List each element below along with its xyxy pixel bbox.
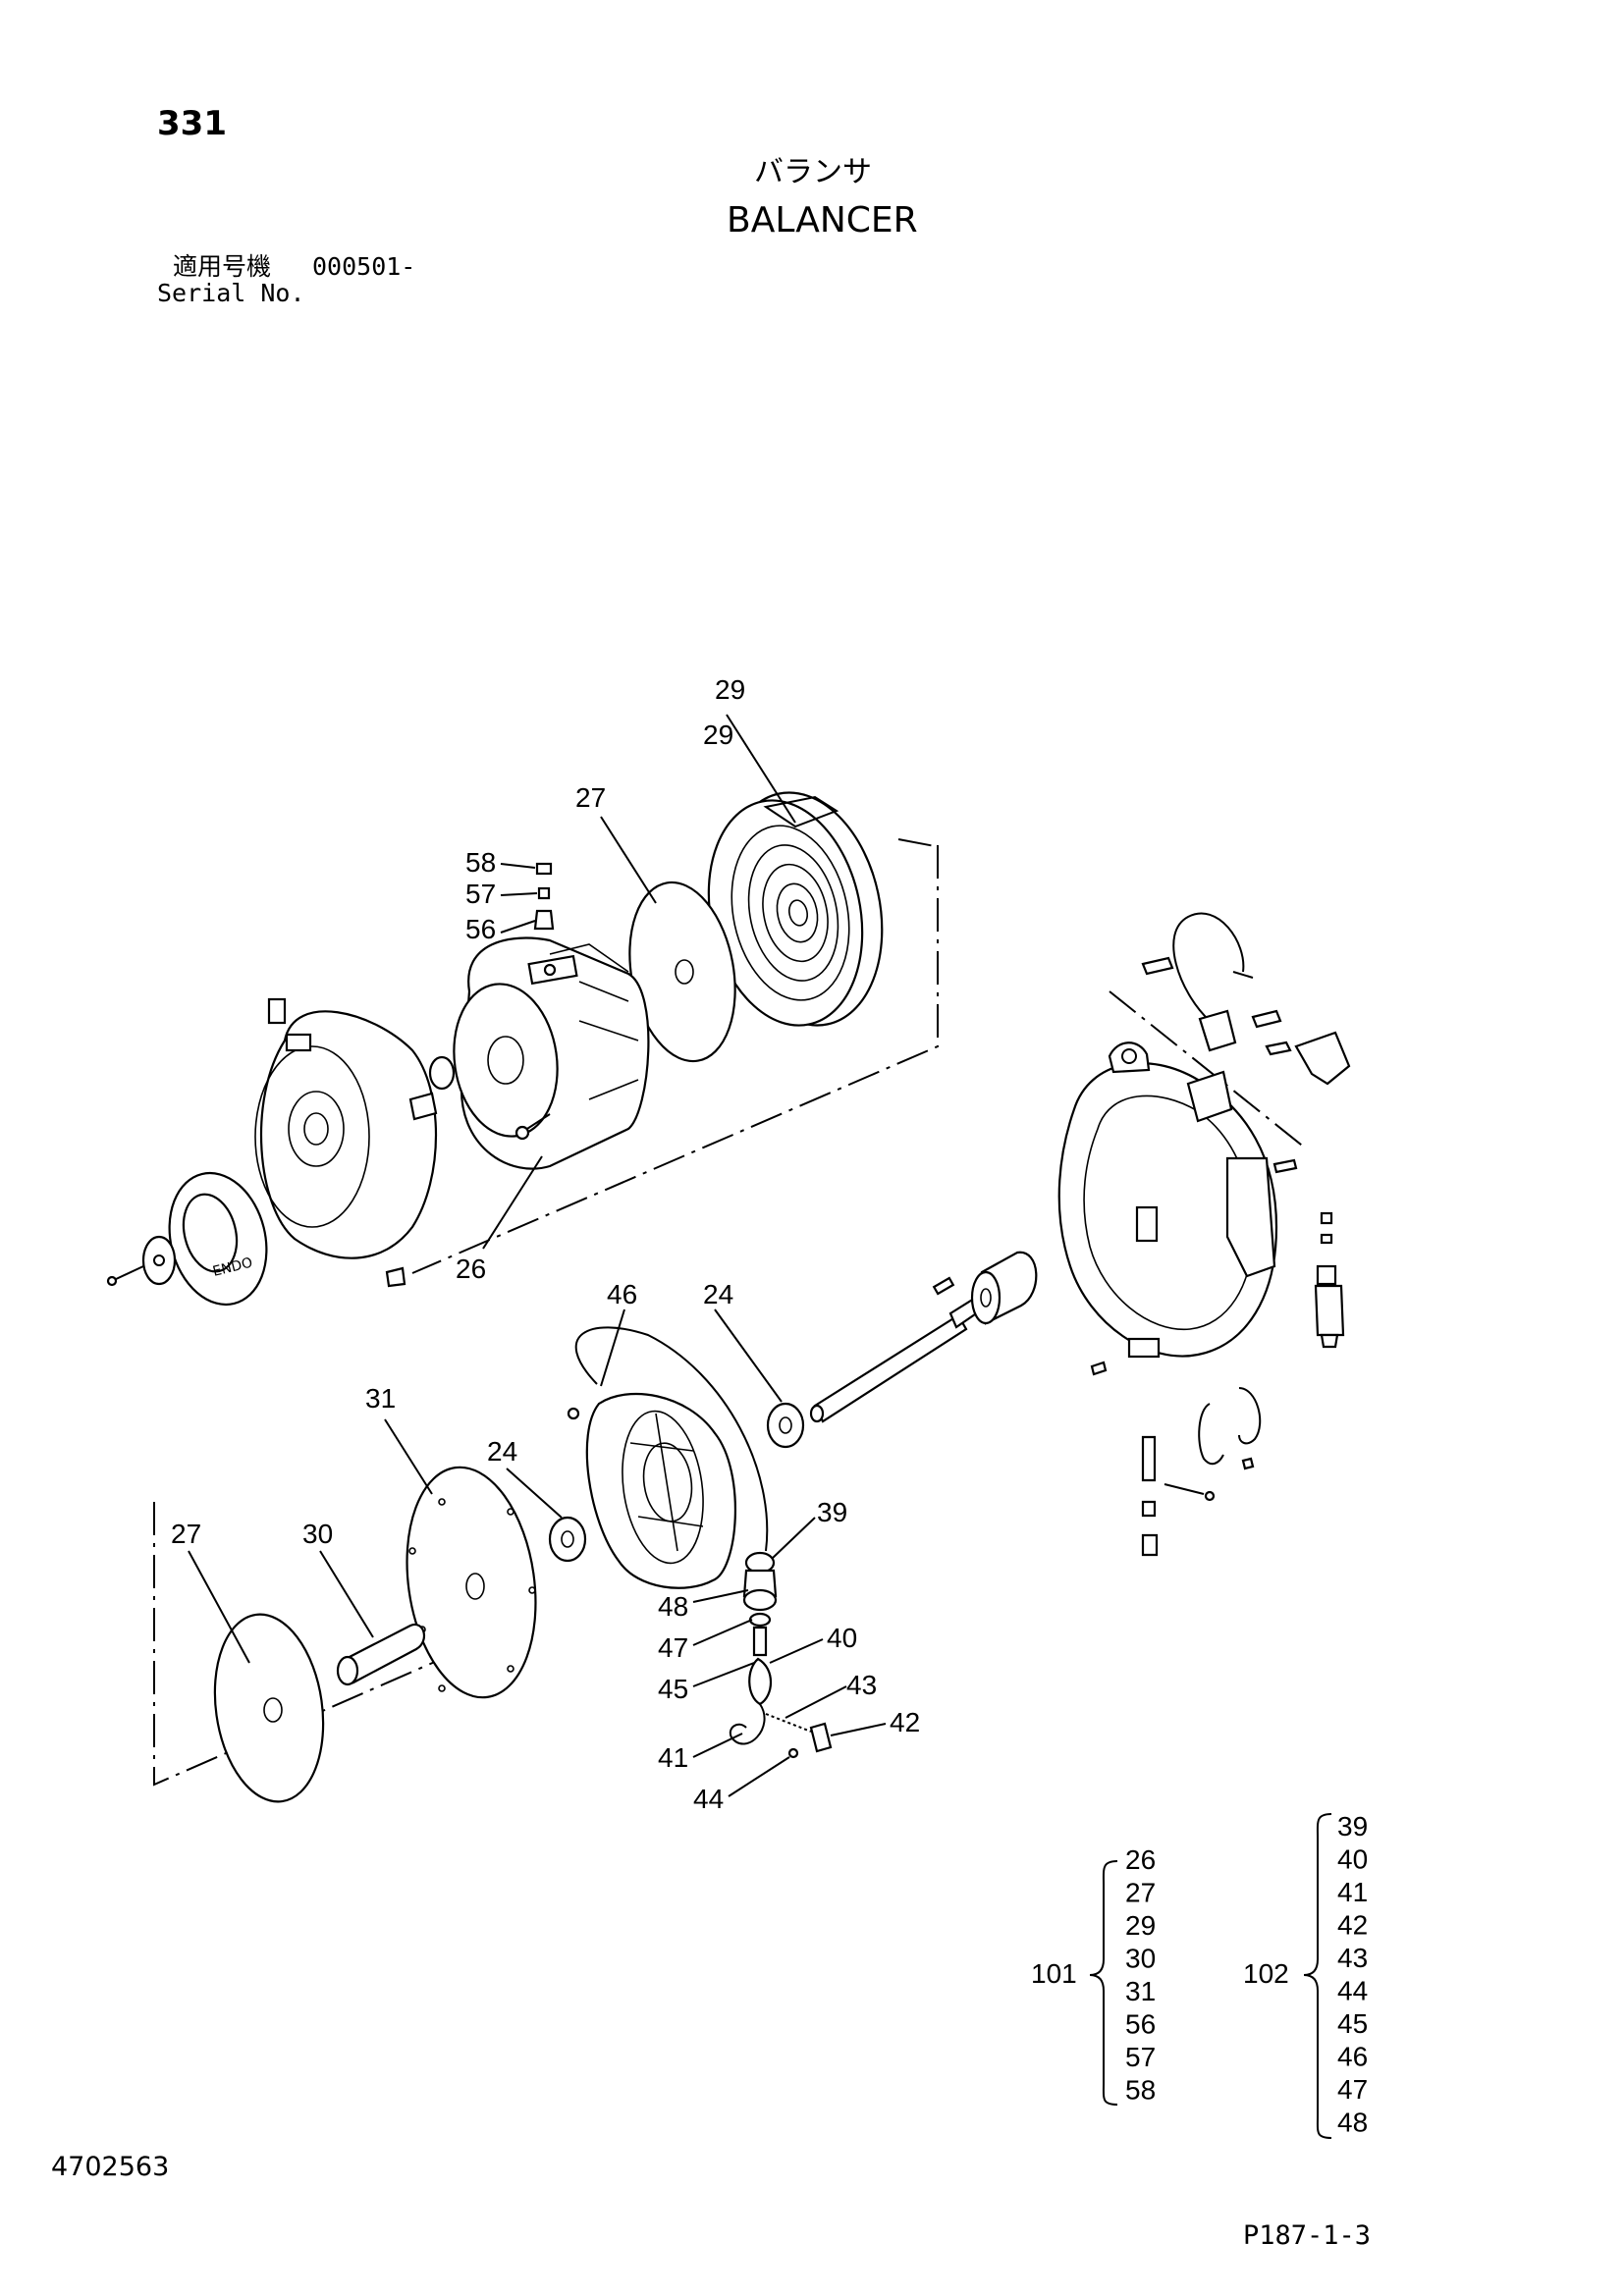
- callout-57: 57: [465, 879, 496, 909]
- small-ring: [428, 1055, 456, 1091]
- assembly-102-item: 39: [1337, 1811, 1368, 1842]
- handle-and-pin-set: [1090, 1361, 1262, 1557]
- title-japanese: バランサ: [754, 155, 872, 189]
- callout-27-upper: 27: [575, 782, 606, 813]
- document-number: 4702563: [51, 2152, 169, 2182]
- bushing-24-upper: [766, 1402, 805, 1449]
- assembly-101-item: 29: [1125, 1910, 1156, 1941]
- assembly-102-item: 46: [1337, 2042, 1368, 2072]
- callout-39: 39: [817, 1497, 847, 1527]
- callout-42: 42: [890, 1707, 920, 1737]
- name-plate-ring: ENDO: [168, 1171, 268, 1307]
- assembly-102-item: 43: [1337, 1943, 1368, 1973]
- assembly-102-label: 102: [1243, 1958, 1289, 1989]
- callout-leader-lines: [188, 714, 887, 1797]
- assembly-102-item: 45: [1337, 2008, 1368, 2039]
- assembly-102-brace: [1303, 1813, 1332, 2139]
- callout-24-upper: 24: [703, 1279, 733, 1309]
- wire-rope-hook-assembly: [574, 1326, 833, 1759]
- callout-29-top: 29: [715, 674, 745, 705]
- callout-31: 31: [365, 1383, 396, 1414]
- callout-labels: 29 29 27 58 57 56 26 46 24 31 24 27 30 3…: [171, 674, 920, 1814]
- assembly-102-item: 47: [1337, 2074, 1368, 2105]
- assembly-101-item: 57: [1125, 2042, 1156, 2072]
- title-english: BALANCER: [727, 200, 918, 240]
- assembly-101-item: 26: [1125, 1844, 1156, 1875]
- callout-47: 47: [658, 1632, 688, 1663]
- bushing-24-lower: [548, 1516, 587, 1563]
- callout-46: 46: [607, 1279, 637, 1309]
- assembly-101-item: 31: [1125, 1976, 1156, 2006]
- assembly-101-brace: [1089, 1860, 1118, 2106]
- assembly-axis-spring: [897, 838, 936, 847]
- assembly-101-item: 30: [1125, 1944, 1156, 1974]
- assembly-101-item: 56: [1125, 2009, 1156, 2040]
- front-cover: [254, 997, 438, 1288]
- callout-27-lower: 27: [171, 1519, 201, 1549]
- serial-number-value: 000501-: [312, 252, 415, 281]
- callout-24-lower: 24: [487, 1436, 517, 1467]
- exploded-view-drawing: ENDO: [106, 674, 1351, 1814]
- shaft-sleeve: [970, 1251, 1038, 1325]
- callout-44: 44: [693, 1784, 724, 1814]
- assembly-101-item: 58: [1125, 2075, 1156, 2106]
- cap-disc: [106, 1235, 177, 1287]
- callout-30: 30: [302, 1519, 333, 1549]
- serial-label-japanese: 適用号機: [173, 252, 271, 281]
- gasket-plate: [406, 1466, 537, 1699]
- drum-case: [453, 936, 650, 1170]
- housing-frame: [1057, 1041, 1278, 1359]
- serial-label-english: Serial No.: [157, 279, 305, 307]
- assembly-102-item: 41: [1337, 1877, 1368, 1907]
- assembly-axis-upper: [411, 845, 939, 1274]
- spiral-spring-cassette: [707, 791, 884, 1027]
- callout-48: 48: [658, 1591, 688, 1622]
- callout-45: 45: [658, 1674, 688, 1704]
- suspension-hook: [1141, 912, 1351, 1174]
- callout-26: 26: [456, 1254, 486, 1284]
- callout-58: 58: [465, 847, 496, 878]
- assembly-102-item: 40: [1337, 1844, 1368, 1875]
- page-number: 331: [157, 104, 227, 143]
- grease-fitting-stack: [533, 862, 555, 931]
- page-reference: P187-1-3: [1243, 2220, 1371, 2251]
- callout-41: 41: [658, 1742, 688, 1773]
- callout-43: 43: [846, 1670, 877, 1700]
- assembly-102-item: 48: [1337, 2108, 1368, 2138]
- drum-shaft: [809, 1276, 990, 1423]
- callout-56: 56: [465, 914, 496, 944]
- assembly-101-label: 101: [1031, 1958, 1077, 1989]
- assembly-102-item: 44: [1337, 1976, 1368, 2006]
- assembly-axis-lower: [153, 1502, 492, 1787]
- flat-disc-lower: [213, 1613, 325, 1803]
- drum-hub-casting: [567, 1392, 736, 1589]
- assembly-101-item: 27: [1125, 1878, 1156, 1908]
- plug-connector: [1314, 1211, 1345, 1349]
- assembly-axis-hook: [1109, 990, 1307, 1149]
- callout-40: 40: [827, 1623, 857, 1653]
- callout-29: 29: [703, 720, 733, 750]
- tube-sleeve: [336, 1623, 426, 1686]
- assembly-102-item: 42: [1337, 1910, 1368, 1941]
